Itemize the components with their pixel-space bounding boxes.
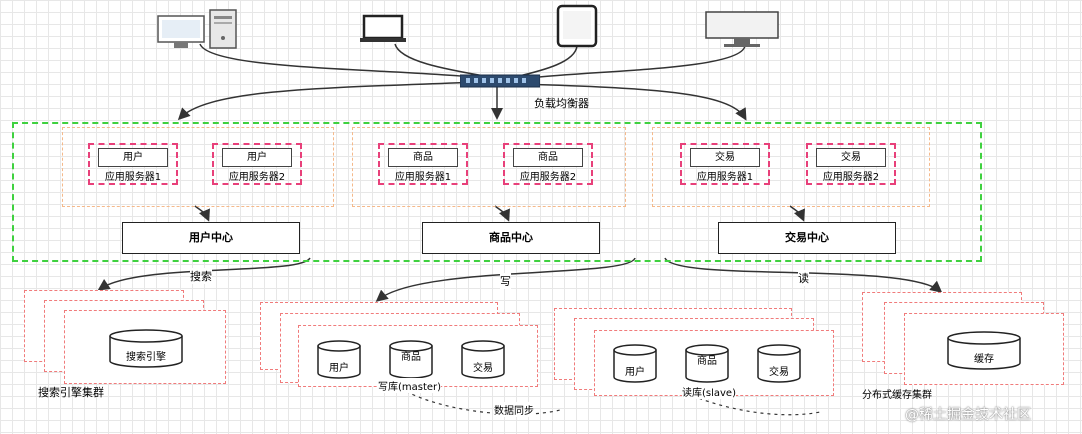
write-goods-table-icon (389, 340, 433, 379)
read-table-label: 交易 (769, 367, 789, 378)
write-table-label: 商品 (401, 352, 421, 363)
load-balancer-icon (460, 74, 540, 88)
write-user-table-icon (317, 340, 361, 379)
application-cluster (12, 122, 982, 262)
server-name: 应用服务器1 (696, 172, 754, 183)
server-name: 应用服务器1 (394, 172, 452, 183)
read-table-label: 商品 (697, 356, 717, 367)
goods-server-group (352, 127, 626, 207)
client-link-monitor (529, 45, 746, 79)
read-trade-table-icon (757, 344, 801, 383)
cache-db-icon (947, 331, 1021, 370)
trade-center: 交易中心 (718, 222, 896, 254)
server-title: 商品 (388, 148, 458, 167)
server-title: 用户 (98, 148, 168, 167)
user-center: 用户中心 (122, 222, 300, 254)
goods-center-to-write (375, 257, 636, 302)
trade-center-to-read (664, 257, 943, 293)
client-link-desktop (199, 43, 486, 79)
read-user-table-icon (613, 344, 657, 383)
trade-server-group (652, 127, 930, 207)
goods-app-server-1: 商品 应用服务器1 (378, 143, 468, 185)
read-goods-table-icon (685, 344, 729, 383)
edge-label-search: 搜索 (190, 268, 212, 284)
server-name: 应用服务器1 (104, 172, 162, 183)
lb-to-trade-group (519, 83, 747, 121)
trade-app-server-1: 交易 应用服务器1 (680, 143, 770, 185)
goods-center: 商品中心 (422, 222, 600, 254)
cache-cluster-caption: 分布式缓存集群 (862, 390, 932, 401)
write-table-label: 用户 (329, 363, 349, 374)
trade-app-server-2: 交易 应用服务器2 (806, 143, 896, 185)
server-title: 商品 (513, 148, 583, 167)
client-link-tablet (514, 45, 578, 78)
edge-label-write: 写 (500, 273, 511, 289)
write-trade-table-icon (461, 340, 505, 379)
server-name: 应用服务器2 (822, 172, 880, 183)
user-app-server-2: 用户 应用服务器2 (212, 143, 302, 185)
server-name: 应用服务器2 (228, 172, 286, 183)
search-engine-label: 搜索引擎 (126, 352, 166, 363)
search-engine-db-icon (109, 329, 183, 368)
goods-app-server-2: 商品 应用服务器2 (503, 143, 593, 185)
cache-node-front (904, 313, 1064, 385)
write-table-label: 交易 (473, 363, 493, 374)
user-server-group (62, 127, 334, 207)
edge-label-read: 读 (798, 270, 809, 286)
desktop-computer-icon (157, 9, 237, 49)
laptop-icon (360, 14, 406, 42)
write-db-caption: 写库(master) (378, 378, 442, 393)
read-db-caption: 读库(slave) (682, 384, 736, 399)
monitor-icon (705, 11, 779, 47)
server-name: 应用服务器2 (519, 172, 577, 183)
sync-label: 数据同步 (494, 402, 534, 417)
server-title: 交易 (816, 148, 886, 167)
cache-label: 缓存 (974, 354, 994, 365)
user-center-to-search (97, 257, 311, 291)
server-title: 交易 (690, 148, 760, 167)
search-cluster-caption: 搜索引擎集群 (38, 386, 104, 399)
read-table-label: 用户 (625, 367, 645, 378)
user-app-server-1: 用户 应用服务器1 (88, 143, 178, 185)
lb-to-user-group (177, 81, 481, 121)
server-title: 用户 (222, 148, 292, 167)
tablet-icon (556, 4, 598, 48)
load-balancer-label: 负载均衡器 (534, 97, 589, 110)
watermark: @稀土掘金技术社区 (905, 407, 1031, 423)
